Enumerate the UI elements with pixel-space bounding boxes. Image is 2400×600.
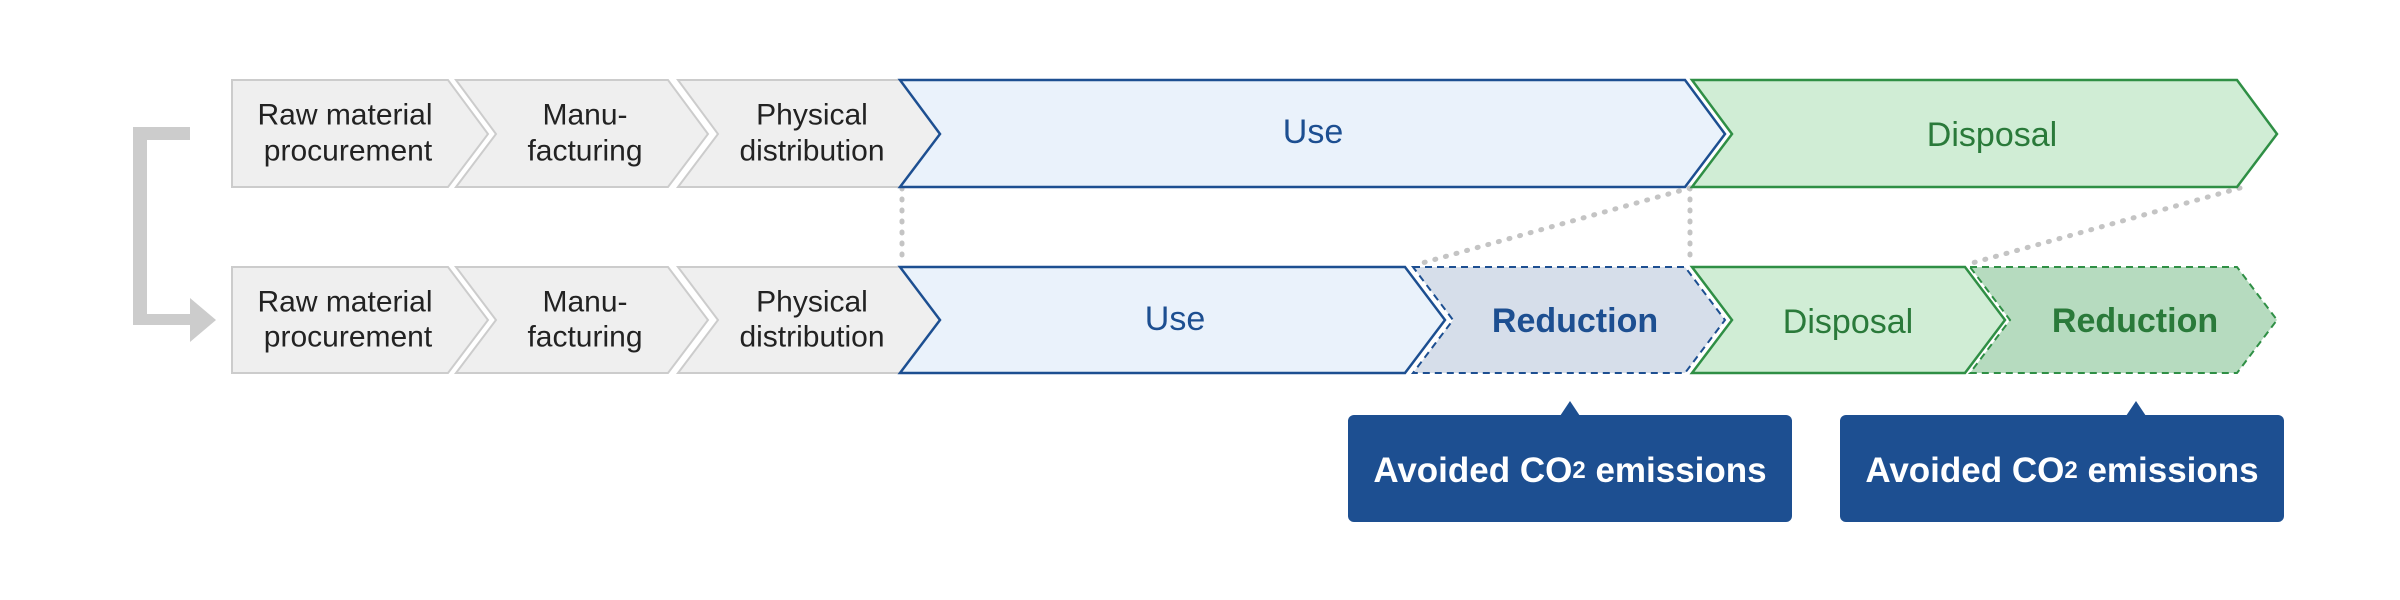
top-stage-manufacturing: Manu- facturing [453, 79, 710, 188]
top-manufacturing-label-line1: Manu- [542, 99, 627, 132]
top-manufacturing-label-line2: facturing [527, 135, 642, 168]
bottom-stage-use-reduction: Reduction [1410, 266, 1727, 374]
bottom-stage-disposal-reduction: Reduction [1967, 266, 2279, 374]
bottom-manufacturing-label-line2: facturing [527, 321, 642, 354]
top-raw-material-label-line1: Raw material [257, 99, 432, 132]
bottom-row: Raw material procurement Manu- facturing… [231, 265, 2279, 375]
bottom-stage-raw-material: Raw material procurement [231, 266, 490, 374]
bottom-distribution-label-line1: Physical [756, 286, 868, 319]
top-stage-distribution: Physical distribution [675, 79, 942, 188]
top-stage-raw-material: Raw material procurement [231, 79, 490, 188]
bottom-stage-use: Use [897, 265, 1447, 375]
bottom-stage-disposal: Disposal [1689, 265, 2007, 375]
top-use-label: Use [1283, 113, 1343, 151]
bottom-stage-manufacturing: Manu- facturing [453, 266, 710, 374]
bottom-disposal-label: Disposal [1783, 303, 1913, 341]
bottom-raw-material-label-line1: Raw material [257, 286, 432, 319]
bottom-disposal-reduction-label: Reduction [2052, 302, 2218, 340]
bottom-use-label: Use [1145, 300, 1205, 338]
use-reduction-callout: Avoided CO2 emissions [1348, 401, 1792, 522]
top-stage-disposal: Disposal [1689, 78, 2279, 189]
bottom-manufacturing-label-line1: Manu- [542, 286, 627, 319]
top-distribution-label-line2: distribution [739, 135, 884, 168]
bottom-distribution-label-line2: distribution [739, 321, 884, 354]
top-disposal-label: Disposal [1927, 116, 2057, 154]
bottom-stage-distribution: Physical distribution [675, 266, 942, 374]
top-row: Raw material procurement Manu- facturing… [231, 78, 2279, 189]
dotted-guide-lines [899, 185, 2243, 268]
top-stage-use: Use [897, 78, 1727, 189]
disposal-callout-text: Avoided CO2 emissions [1865, 451, 2258, 490]
row-connector-bracket-arrow [133, 127, 190, 325]
bottom-use-reduction-label: Reduction [1492, 302, 1658, 340]
top-distribution-label-line1: Physical [756, 99, 868, 132]
disposal-reduction-callout: Avoided CO2 emissions [1840, 401, 2284, 522]
bottom-raw-material-label-line2: procurement [264, 321, 433, 354]
row-connector-arrowhead [190, 298, 216, 342]
use-callout-text: Avoided CO2 emissions [1373, 451, 1766, 490]
top-raw-material-label-line2: procurement [264, 135, 433, 168]
